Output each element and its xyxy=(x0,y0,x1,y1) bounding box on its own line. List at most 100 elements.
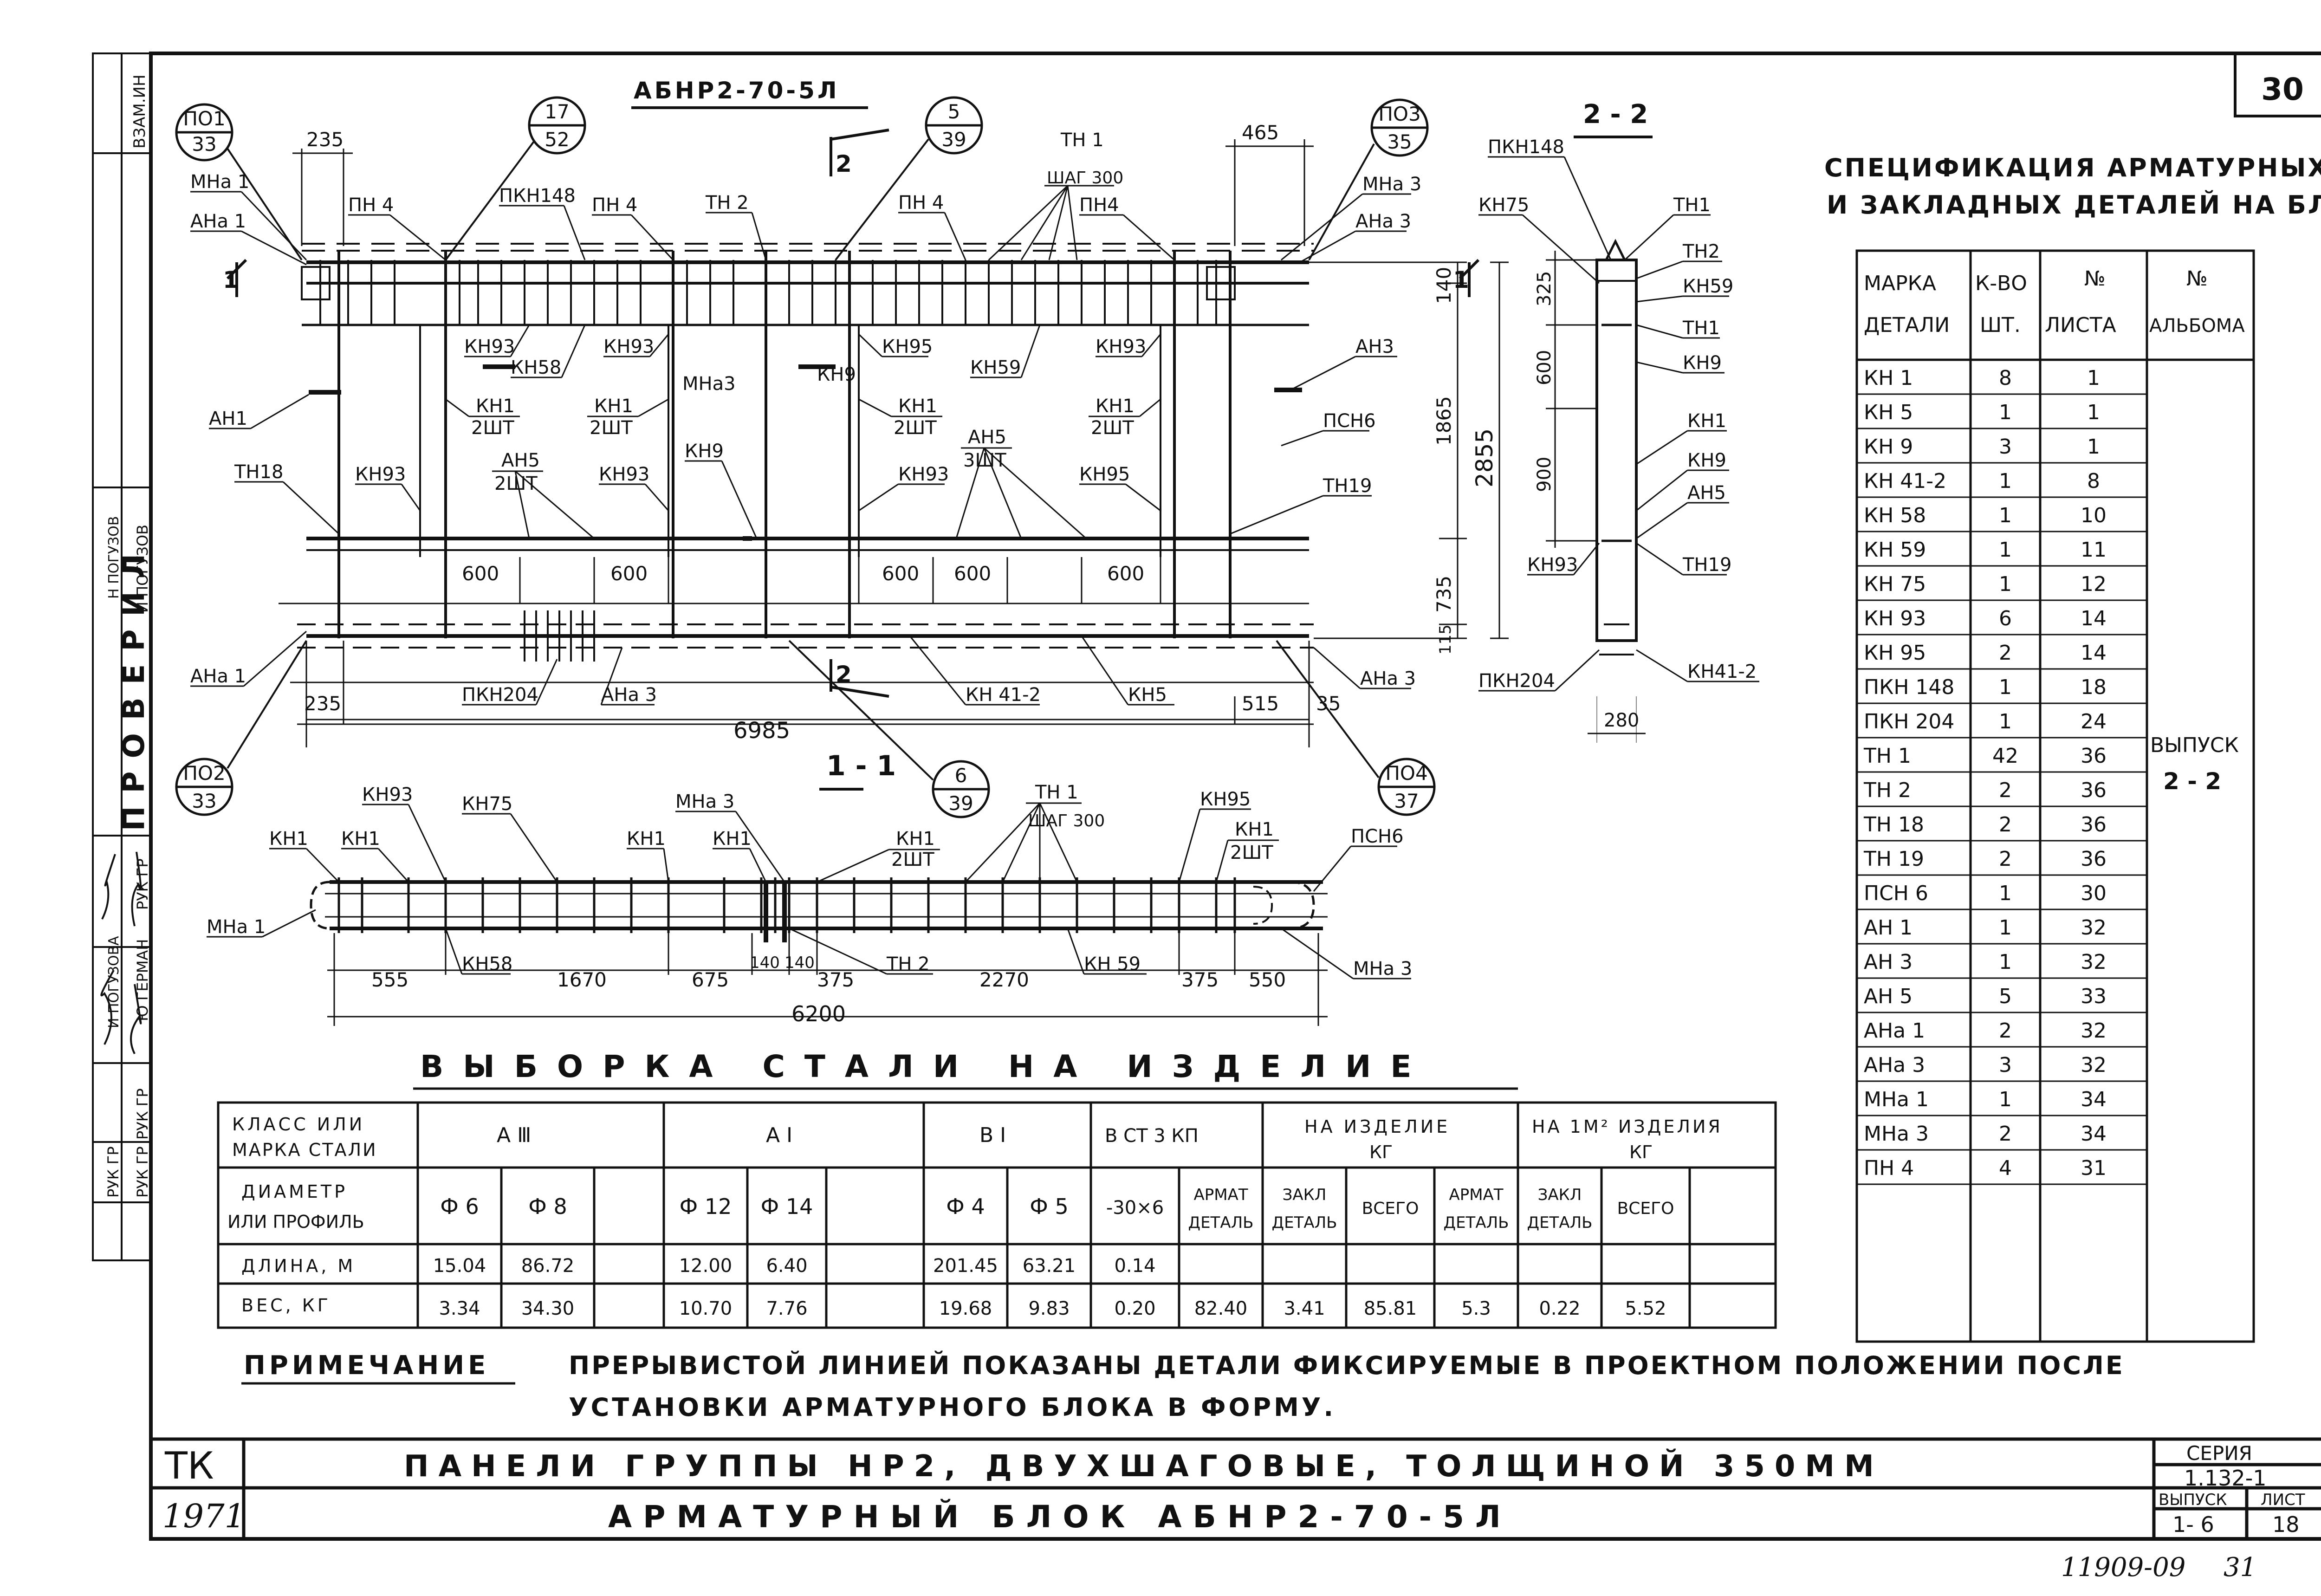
footer-page: 31 xyxy=(2224,1552,2256,1583)
spec-title-2: И ЗАКЛАДНЫХ ДЕТАЛЕЙ НА БЛОК xyxy=(1827,190,2321,220)
spec-cell-sheet: 31 xyxy=(2081,1156,2107,1180)
s22-an5: АН5 xyxy=(1687,482,1726,504)
spec-cell-qty: 4 xyxy=(1999,1156,2012,1180)
stamp-ruk-1: РУК ГР xyxy=(134,859,151,910)
s11-kn59: КН 59 xyxy=(1084,954,1141,975)
spec-cell-qty: 2 xyxy=(1999,779,2012,802)
label-kn93a: КН93 xyxy=(464,336,515,357)
label-ana3: АНа 3 xyxy=(1355,211,1411,232)
steel-subhead: Ф 6 xyxy=(440,1194,479,1219)
label-kn9a: КН9 xyxy=(817,364,856,385)
callout-1-top: ПО1 xyxy=(183,107,225,130)
label-pn4c: ПН 4 xyxy=(898,192,944,214)
spec-h-qty-1: К-ВО xyxy=(1975,272,2027,295)
s11-mna3b: МНа 3 xyxy=(1353,958,1412,980)
steel-subhead: Ф 8 xyxy=(528,1194,567,1219)
side-stamp xyxy=(92,52,152,1261)
callout-7-bottom: 37 xyxy=(1394,790,1419,812)
section-11-drawing xyxy=(310,877,1328,1026)
s22-d600: 600 xyxy=(1534,350,1555,385)
spec-cell-mark: КН 5 xyxy=(1864,401,1913,424)
cut-1-right: 1 xyxy=(1453,266,1469,293)
steel-length-value: 201.45 xyxy=(933,1255,998,1277)
spec-cell-sheet: 34 xyxy=(2081,1088,2107,1111)
tb-vypusk: 1- 6 xyxy=(2172,1512,2214,1537)
spec-title-1: СПЕЦИФИКАЦИЯ АРМАТУРНЫХ xyxy=(1824,153,2321,182)
spec-cell-mark: ПКН 204 xyxy=(1864,710,1954,733)
spec-cell-sheet: 36 xyxy=(2081,744,2107,768)
steel-subhead: АРМАТ xyxy=(1193,1186,1248,1204)
steel-subhead: ДЕТАЛЬ xyxy=(1444,1213,1509,1232)
label-kn58: КН58 xyxy=(511,357,561,378)
label-tn18: ТН18 xyxy=(234,461,283,483)
spec-cell-mark: КН 95 xyxy=(1864,641,1926,665)
callout-2-top: 17 xyxy=(545,100,569,123)
steel-g-5: НА ИЗДЕЛИЕ xyxy=(1304,1116,1450,1137)
s22-d325: 325 xyxy=(1534,271,1555,306)
spec-cell-mark: ПН 4 xyxy=(1864,1156,1914,1180)
s22-kn412: КН41-2 xyxy=(1687,661,1757,682)
label-kn1b: КН1 xyxy=(594,396,633,417)
spec-cell-qty: 42 xyxy=(1992,744,2018,768)
steel-length-value: 0.14 xyxy=(1114,1255,1155,1277)
stamp-ruk-2: РУК ГР xyxy=(134,1089,151,1140)
s22-tn2: ТН2 xyxy=(1682,241,1720,262)
dim-600a: 600 xyxy=(462,562,499,585)
cut-2-bottom: 2 xyxy=(836,661,852,688)
spec-cell-sheet: 34 xyxy=(2081,1122,2107,1146)
steel-subhead: ДЕТАЛЬ xyxy=(1527,1213,1593,1232)
spec-cell-mark: АН 3 xyxy=(1864,950,1913,974)
label-kn412: КН 41-2 xyxy=(966,684,1041,706)
label-sht2c: 2ШТ xyxy=(894,417,937,439)
spec-cell-qty: 2 xyxy=(1999,847,2012,871)
s11-shag: ШАГ 300 xyxy=(1028,811,1105,830)
spec-cell-sheet: 1 xyxy=(2087,401,2100,424)
s11-kn1f: КН1 xyxy=(1235,819,1274,840)
spec-cell-mark: ПСН 6 xyxy=(1864,882,1928,905)
spec-h-album-2: АЛЬБОМА xyxy=(2149,315,2245,337)
steel-weight-value: 5.3 xyxy=(1461,1298,1491,1319)
spec-cell-mark: КН 93 xyxy=(1864,607,1926,630)
s22-tn1b: ТН1 xyxy=(1682,318,1720,339)
label-ana1b: АНа 1 xyxy=(190,666,246,687)
spec-cell-sheet: 1 xyxy=(2087,366,2100,390)
spec-cell-sheet: 8 xyxy=(2087,469,2100,493)
spec-cell-sheet: 10 xyxy=(2081,504,2107,527)
steel-weight-value: 10.70 xyxy=(679,1298,733,1319)
spec-cell-qty: 1 xyxy=(1999,538,2012,562)
steel-rh-6: ВЕС, КГ xyxy=(241,1295,331,1316)
callout-4-top: ПО3 xyxy=(1378,103,1420,125)
spec-row-lines xyxy=(1857,393,2147,1185)
spec-cell-qty: 3 xyxy=(1999,1053,2012,1077)
s11-d140b: 140 xyxy=(784,954,815,972)
steel-subhead: -30×6 xyxy=(1106,1197,1164,1219)
spec-cell-mark: АНа 3 xyxy=(1864,1053,1925,1077)
spec-cell-qty: 1 xyxy=(1999,572,2012,596)
callout-7-top: ПО4 xyxy=(1385,762,1427,785)
s11-d140a: 140 xyxy=(750,954,780,972)
spec-cell-mark: КН 58 xyxy=(1864,504,1926,527)
label-kn5: КН5 xyxy=(1128,684,1167,706)
label-ana3b: АНа 3 xyxy=(601,684,657,706)
spec-cell-qty: 1 xyxy=(1999,916,2012,940)
callout-2-bottom: 52 xyxy=(545,128,569,151)
tb-line-2: АРМАТУРНЫЙ БЛОК АБНР2-70-5Л xyxy=(608,1499,1512,1535)
steel-length-value: 12.00 xyxy=(679,1255,733,1277)
steel-g-6: КГ xyxy=(1369,1142,1393,1162)
s11-d675: 675 xyxy=(692,968,729,991)
spec-cell-mark: ПКН 148 xyxy=(1864,675,1954,699)
tb-list-label: ЛИСТ xyxy=(2261,1491,2305,1509)
spec-cell-sheet: 32 xyxy=(2081,1019,2107,1043)
dim-35: 35 xyxy=(1316,692,1341,715)
dim-2855: 2855 xyxy=(1471,428,1498,487)
callout-6-bottom: 39 xyxy=(948,792,973,815)
label-pn4a: ПН 4 xyxy=(348,195,394,216)
spec-cell-sheet: 36 xyxy=(2081,779,2107,802)
s11-kn1d: КН1 xyxy=(713,828,752,850)
spec-cell-qty: 8 xyxy=(1999,366,2012,390)
spec-headers: МАРКА ДЕТАЛИ К-ВО ШТ. № ЛИСТА № АЛЬБОМА xyxy=(1864,267,2245,337)
label-kn93d: КН93 xyxy=(355,464,406,485)
dim-465: 465 xyxy=(1242,121,1279,144)
